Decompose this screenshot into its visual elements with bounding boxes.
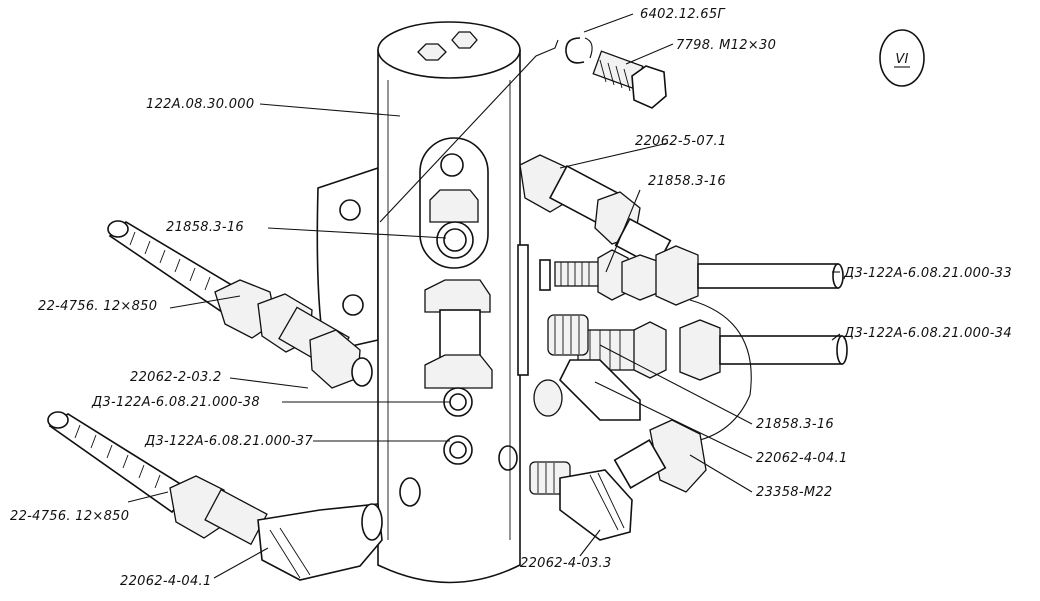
label-pipe-upper-left: 22-4756. 12×850: [38, 299, 157, 314]
hex-bolt-m12: [592, 50, 667, 109]
label-elbow-lower-left: 22062-4-04.1: [120, 574, 212, 589]
elbow-lower-right: [529, 461, 633, 541]
fitting-lower-right: [533, 314, 641, 421]
sheet-mark: VI: [879, 29, 925, 87]
label-pipe-right-34: Д3-122А-6.08.21.000-34: [843, 326, 1012, 341]
label-nut-lower-right: 23358-M22: [756, 485, 833, 500]
label-fitting-left: 22062-2-03.2: [130, 370, 222, 385]
cylinder-body: [316, 21, 529, 584]
nipple-upper-right: [539, 249, 661, 301]
pipe-lower-left: [47, 411, 383, 581]
label-fitting-lower-right: 22062-4-04.1: [756, 451, 848, 466]
label-fitting-upper-right: 22062-5-07.1: [635, 134, 727, 149]
snap-ring: [565, 37, 593, 64]
sheet-mark-text: VI: [895, 52, 908, 67]
label-tube-37: Д3-122А-6.08.21.000-37: [144, 434, 313, 449]
label-top-bolt: 7798. M12×30: [676, 38, 776, 53]
pipe-upper-left: [107, 220, 373, 389]
label-top-ring: 6402.12.65Г: [640, 7, 726, 22]
union-nut-m22: [613, 419, 707, 493]
part-labels: 6402.12.65Г 7798. M12×30 122A.08.30.000 …: [10, 7, 1012, 589]
label-pipe-lower-left: 22-4756. 12×850: [10, 509, 129, 524]
label-body: 122A.08.30.000: [146, 97, 254, 112]
label-tube-38: Д3-122А-6.08.21.000-38: [91, 395, 260, 410]
label-nipple-left: 21858.3-16: [166, 220, 244, 235]
label-nipple-lower-right: 21858.3-16: [756, 417, 834, 432]
fitting-upper-right: [519, 154, 672, 269]
label-pipe-right-33: Д3-122А-6.08.21.000-33: [843, 266, 1012, 281]
label-nipple-upper-right: 21858.3-16: [648, 174, 726, 189]
label-elbow-lower-right: 22062-4-03.3: [520, 556, 612, 571]
pipe-34: [577, 299, 848, 441]
pipe-33: [655, 245, 844, 306]
leader-lines: [127, 13, 841, 579]
